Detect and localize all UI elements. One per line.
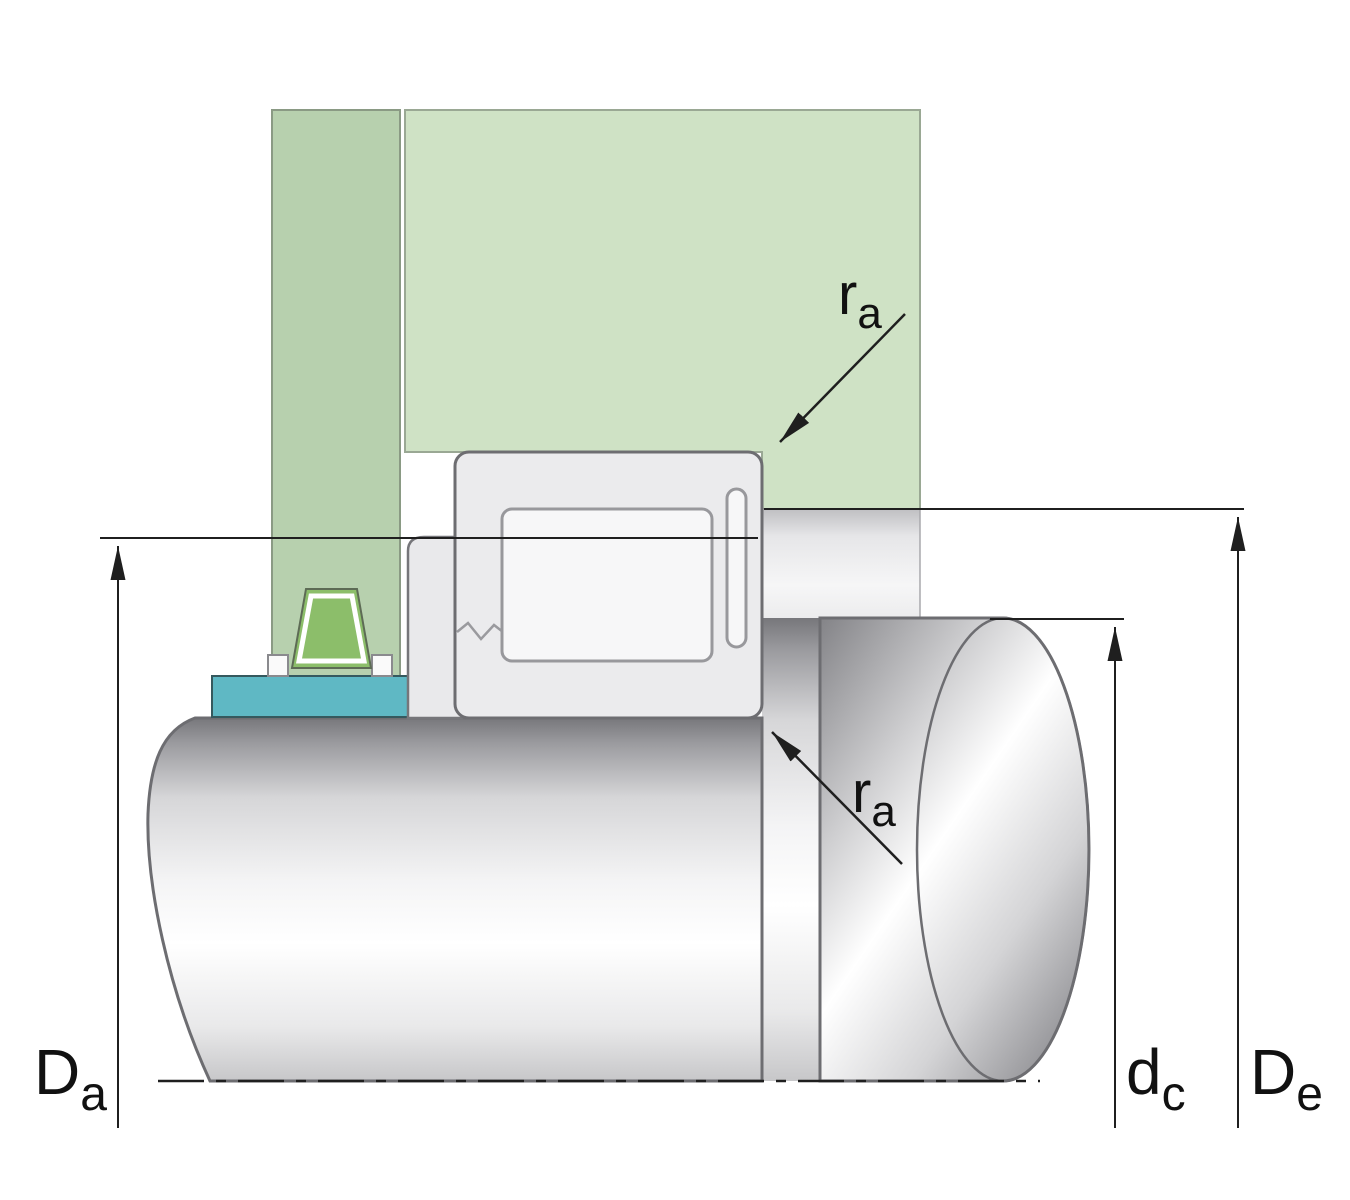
label-de-sub: e	[1296, 1068, 1323, 1121]
shaft-shoulder	[818, 616, 1091, 1083]
label-ra-top: ra	[838, 262, 882, 338]
label-dc-sub: c	[1162, 1068, 1186, 1121]
label-ra-top-base: r	[838, 262, 857, 327]
leader-ra-top	[779, 313, 906, 443]
shaft-seat-surface	[762, 509, 920, 618]
label-da-base: D	[34, 1036, 80, 1108]
label-de: De	[1250, 1036, 1323, 1121]
roller-element	[500, 507, 714, 663]
label-de-base: D	[1250, 1036, 1296, 1108]
shaft-body	[146, 716, 764, 1083]
shaft-step	[762, 618, 820, 1081]
seal-tab-left	[267, 654, 289, 677]
label-ra-bottom: ra	[852, 760, 896, 836]
label-da: Da	[34, 1036, 107, 1121]
label-da-sub: a	[80, 1068, 107, 1121]
seal-tab-right	[371, 654, 393, 677]
leader-ra-bottom	[771, 731, 903, 865]
label-ra-top-sub: a	[857, 289, 882, 338]
seal-element-highlight	[295, 593, 368, 664]
seal-element	[290, 588, 373, 669]
lubrication-groove	[725, 487, 748, 649]
label-dc-base: d	[1126, 1036, 1162, 1108]
label-ra-bottom-base: r	[852, 760, 871, 825]
housing-wall-left	[271, 109, 401, 677]
label-ra-bottom-sub: a	[871, 787, 896, 836]
section-break-line	[456, 621, 504, 641]
label-dc: dc	[1126, 1036, 1186, 1121]
